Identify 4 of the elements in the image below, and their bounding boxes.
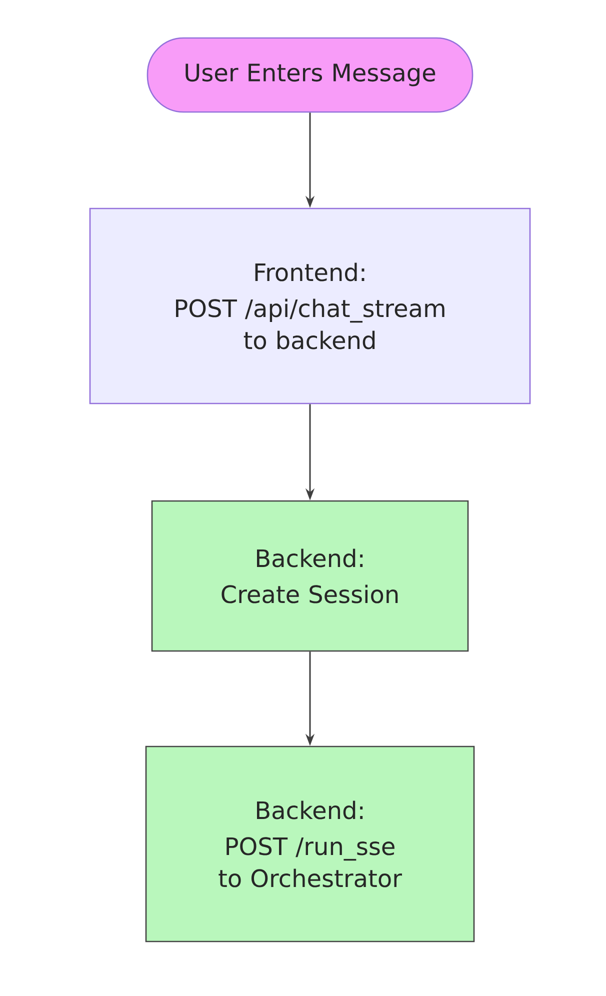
- terminal-pill: User Enters Message: [146, 37, 474, 113]
- process-box: Backend: Create Session: [151, 500, 469, 652]
- process-box: Backend: POST /run_sse to Orchestrator: [145, 746, 475, 942]
- process-box: Frontend: POST /api/chat_stream to backend: [89, 208, 531, 404]
